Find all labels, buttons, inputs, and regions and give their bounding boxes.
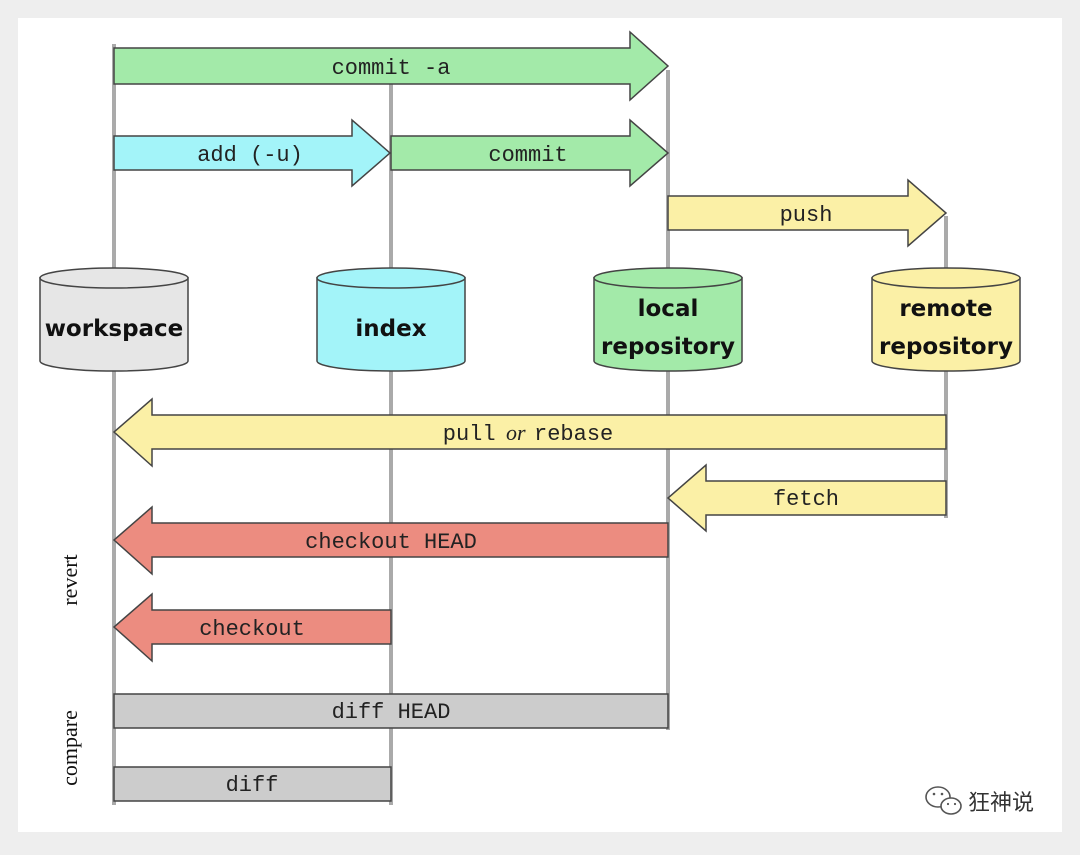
local-label-line1: local: [638, 296, 699, 322]
fetch-label: fetch: [773, 487, 839, 512]
commit-label: commit: [488, 143, 567, 168]
checkout-label: checkout: [199, 617, 305, 642]
compare-side-label: compare: [57, 710, 82, 786]
remote-repository-store: remote repository: [871, 267, 1021, 372]
checkout-head-arrow: checkout HEAD: [112, 505, 669, 576]
pull-rebase-arrow: pull or rebase: [112, 397, 947, 468]
index-label: index: [355, 316, 426, 342]
rebase-word: rebase: [534, 422, 613, 447]
local-label-line2: repository: [601, 334, 735, 360]
workspace-label: workspace: [45, 316, 184, 342]
index-store: index: [316, 267, 466, 372]
remote-label-line2: repository: [879, 334, 1013, 360]
remote-label-line1: remote: [899, 296, 992, 322]
push-label: push: [780, 203, 833, 228]
checkout-arrow: checkout: [112, 592, 392, 663]
watermark: 狂神说: [925, 786, 1034, 816]
fetch-arrow: fetch: [666, 463, 947, 533]
diff-head-label: diff HEAD: [332, 700, 451, 725]
commit-a-arrow: commit -a: [113, 30, 670, 102]
local-repository-store: local repository: [593, 267, 743, 372]
commit-a-label: commit -a: [332, 56, 451, 81]
push-arrow: push: [667, 178, 948, 248]
or-word: or: [506, 420, 526, 445]
wechat-icon: [925, 786, 962, 815]
add-label: add (-u): [197, 143, 303, 168]
revert-side-label: revert: [57, 554, 82, 605]
diff-head-bar: diff HEAD: [113, 693, 669, 729]
pull-rebase-label: pull or rebase: [443, 420, 614, 447]
commit-arrow: commit: [390, 118, 670, 188]
add-arrow: add (-u): [113, 118, 392, 188]
checkout-head-label: checkout HEAD: [305, 530, 477, 555]
workspace-store: workspace: [39, 267, 189, 372]
diff-label: diff: [226, 773, 279, 798]
diff-bar: diff: [113, 766, 392, 802]
pull-word: pull: [443, 422, 496, 447]
watermark-text: 狂神说: [968, 791, 1034, 816]
